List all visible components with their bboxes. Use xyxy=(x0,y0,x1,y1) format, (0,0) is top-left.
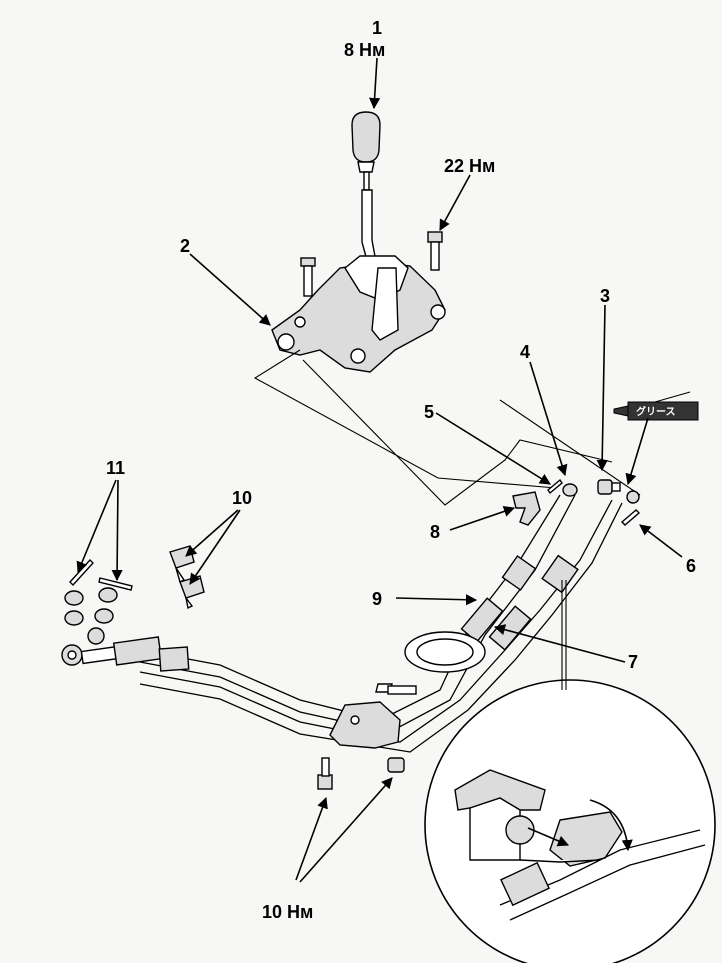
shift-knob xyxy=(351,111,381,173)
callout-1-torque: 8 Нм xyxy=(344,40,385,60)
grease-tag: グリース xyxy=(636,405,676,418)
callout-9: 9 xyxy=(372,589,382,609)
guide-line xyxy=(253,349,557,489)
callout-10-clips: 10 xyxy=(232,488,252,508)
callout-3: 3 xyxy=(600,286,610,306)
bracket-bolt xyxy=(317,757,333,790)
callout-7: 7 xyxy=(628,652,638,672)
detail-inset xyxy=(424,679,716,963)
callout-10-torque: 10 Нм xyxy=(262,902,313,922)
cable-bracket xyxy=(329,683,417,749)
washers-11 xyxy=(64,587,118,626)
cable-grommet xyxy=(404,631,486,673)
bushing xyxy=(562,483,578,497)
cable-end-transmission xyxy=(61,627,190,672)
guide-line xyxy=(302,359,613,506)
grease-tube-icon: グリース xyxy=(613,391,699,421)
cotter-pin-5 xyxy=(547,478,563,495)
callout-2: 2 xyxy=(180,236,190,256)
callout-bolt-torque: 22 Нм xyxy=(444,156,495,176)
callout-4: 4 xyxy=(520,342,530,362)
cotter-pin-6 xyxy=(620,509,641,526)
housing-bolt-left xyxy=(300,257,316,297)
cable-end-pin xyxy=(597,479,621,495)
bracket-nut xyxy=(387,757,405,773)
housing-bolt-right xyxy=(427,231,443,271)
callout-11: 11 xyxy=(106,458,125,478)
callout-1: 1 xyxy=(372,18,382,38)
shift-lever-housing xyxy=(271,255,446,373)
shift-cables xyxy=(139,494,623,753)
guide-line xyxy=(499,399,641,496)
leader-lines xyxy=(76,57,683,883)
cable-clip-8 xyxy=(512,491,541,526)
cotter-pin-11b xyxy=(98,577,133,591)
callout-6: 6 xyxy=(686,556,696,576)
callout-8: 8 xyxy=(430,522,440,542)
washer-right xyxy=(626,490,640,504)
callout-5: 5 xyxy=(424,402,434,422)
shift-lever xyxy=(361,171,377,265)
